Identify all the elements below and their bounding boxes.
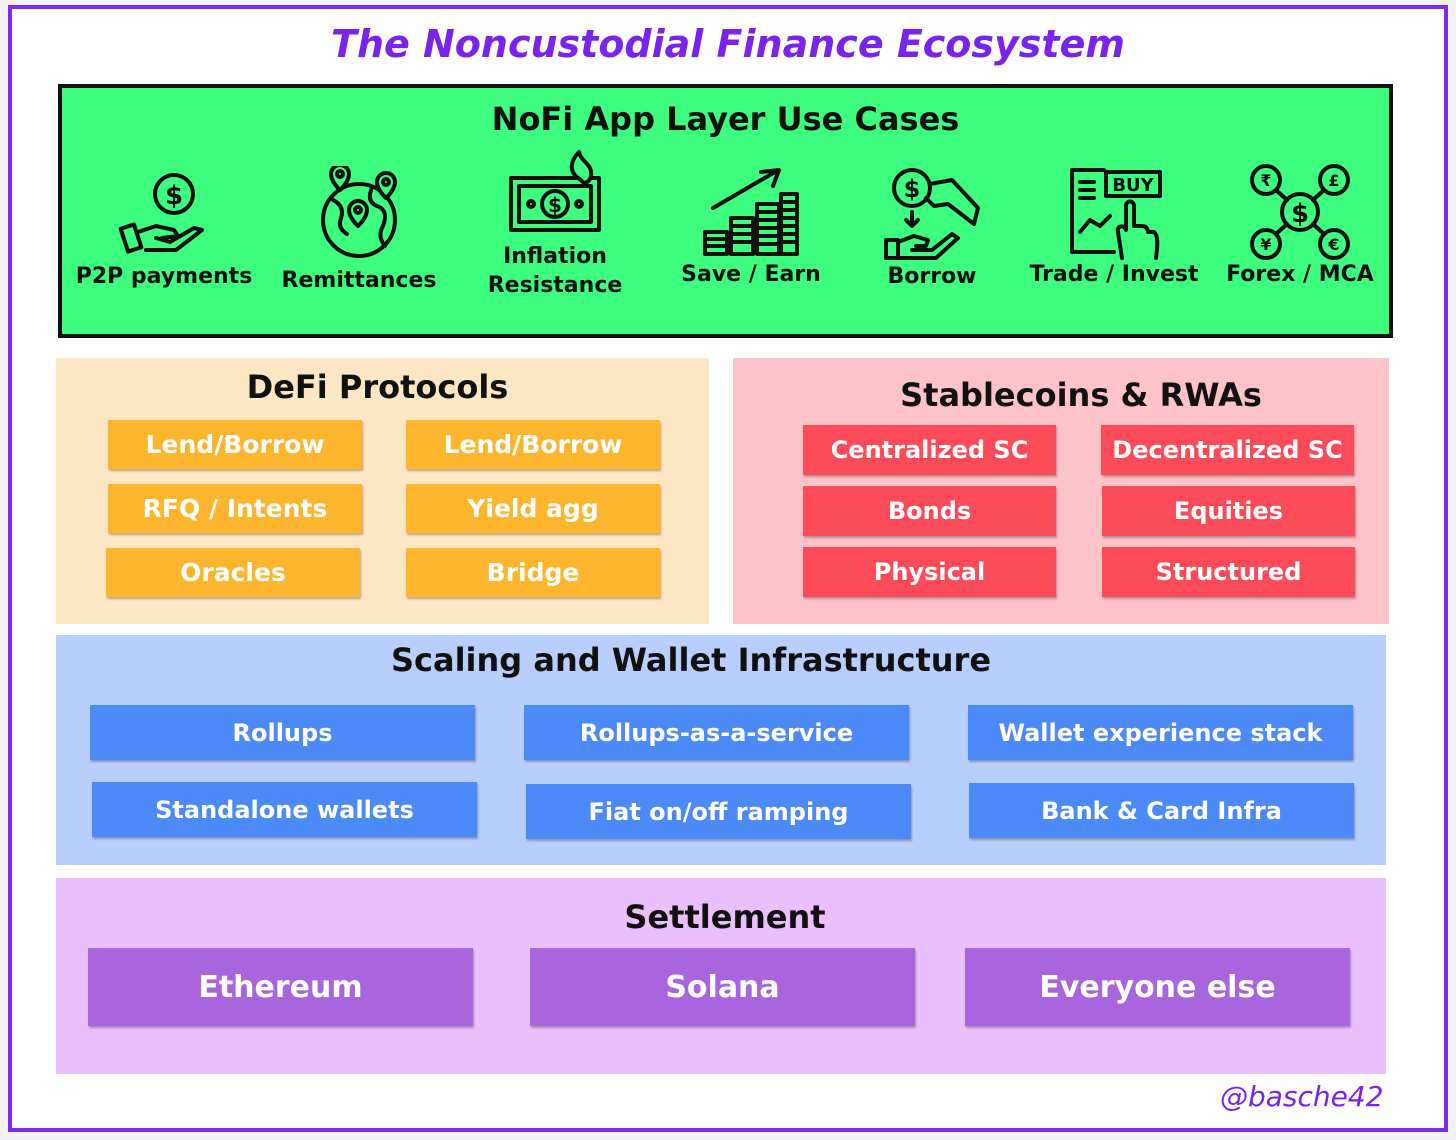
defi-panel-title: DeFi Protocols (246, 368, 509, 406)
use-case-trade-invest: BUY Trade / Invest (1026, 166, 1202, 289)
svg-text:$: $ (548, 193, 562, 217)
settlement-chip-solana: Solana (530, 948, 915, 1026)
svg-text:$: $ (165, 181, 183, 211)
svg-text:¥: ¥ (1260, 235, 1271, 254)
use-case-borrow: $ Borrow (852, 164, 1012, 291)
scaling-chip-rollups-as-a-service: Rollups-as-a-service (524, 705, 909, 760)
diagram-title: The Noncustodial Finance Ecosystem (331, 22, 1125, 66)
loan-hand-icon: $ (884, 168, 980, 260)
stablecoins-rwas-panel: Stablecoins & RWAs Centralized SC Decent… (733, 358, 1389, 624)
scaling-chip-rollups: Rollups (90, 705, 475, 760)
svg-text:₹: ₹ (1260, 171, 1271, 190)
scaling-chip-bank-card-infra: Bank & Card Infra (969, 783, 1354, 838)
globe-pins-icon (321, 166, 397, 258)
use-case-inflation-resistance: $ Inflation Resistance (470, 150, 640, 300)
scaling-wallet-infrastructure-panel: Scaling and Wallet Infrastructure Rollup… (56, 635, 1386, 865)
stable-chip-equities: Equities (1102, 486, 1355, 536)
nofi-panel-title: NoFi App Layer Use Cases (491, 100, 960, 138)
use-case-label: Remittances (281, 268, 437, 293)
use-case-label: Trade / Invest (1029, 262, 1199, 287)
burning-banknote-icon: $ (509, 150, 601, 232)
stable-chip-physical: Physical (803, 547, 1056, 597)
use-case-forex-mca: $ ₹ £ ¥ € Forex / MCA (1222, 164, 1378, 289)
growth-coins-icon (703, 168, 799, 256)
use-case-p2p-payments: $ P2P payments (74, 166, 254, 291)
defi-chip-lend-borrow-1: Lend/Borrow (108, 420, 362, 469)
scaling-chip-standalone-wallets: Standalone wallets (92, 782, 477, 837)
use-case-label: Inflation Resistance (487, 244, 623, 298)
scaling-panel-title: Scaling and Wallet Infrastructure (390, 641, 992, 679)
nofi-app-layer-panel: NoFi App Layer Use Cases $ P2P payments … (58, 84, 1393, 338)
use-case-label: Borrow (887, 264, 977, 289)
stable-chip-centralized-sc: Centralized SC (803, 425, 1056, 475)
stable-chip-bonds: Bonds (803, 486, 1056, 536)
stable-chip-decentralized-sc: Decentralized SC (1101, 425, 1354, 475)
defi-chip-lend-borrow-2: Lend/Borrow (406, 420, 660, 469)
buy-chart-icon: BUY (1070, 168, 1162, 260)
settlement-chip-ethereum: Ethereum (88, 948, 473, 1026)
settlement-panel-title: Settlement (624, 898, 826, 936)
author-credit: @basche42 (1220, 1080, 1384, 1113)
svg-text:BUY: BUY (1112, 175, 1154, 196)
settlement-chip-everyone-else: Everyone else (965, 948, 1350, 1026)
svg-text:€: € (1327, 235, 1339, 254)
defi-protocols-panel: DeFi Protocols Lend/Borrow Lend/Borrow R… (56, 358, 709, 624)
use-case-save-earn: Save / Earn (666, 166, 836, 289)
stable-panel-title: Stablecoins & RWAs (900, 376, 1262, 414)
scaling-chip-fiat-on-off-ramping: Fiat on/off ramping (526, 784, 911, 839)
use-case-remittances: Remittances (274, 166, 444, 295)
defi-chip-oracles: Oracles (106, 548, 360, 597)
scaling-chip-wallet-experience-stack: Wallet experience stack (968, 705, 1353, 760)
settlement-panel: Settlement Ethereum Solana Everyone else (56, 878, 1386, 1074)
svg-text:£: £ (1328, 171, 1339, 190)
defi-chip-bridge: Bridge (406, 548, 660, 597)
stable-chip-structured: Structured (1102, 547, 1355, 597)
svg-text:$: $ (904, 175, 921, 203)
hand-dollar-icon: $ (118, 173, 204, 254)
use-case-label: Save / Earn (681, 262, 821, 287)
defi-chip-rfq-intents: RFQ / Intents (108, 484, 362, 533)
defi-chip-yield-agg: Yield agg (406, 484, 660, 533)
currency-network-icon: $ ₹ £ ¥ € (1250, 164, 1350, 260)
svg-text:$: $ (1291, 199, 1309, 229)
use-case-label: P2P payments (75, 264, 253, 289)
use-case-label: Forex / MCA (1226, 262, 1374, 287)
